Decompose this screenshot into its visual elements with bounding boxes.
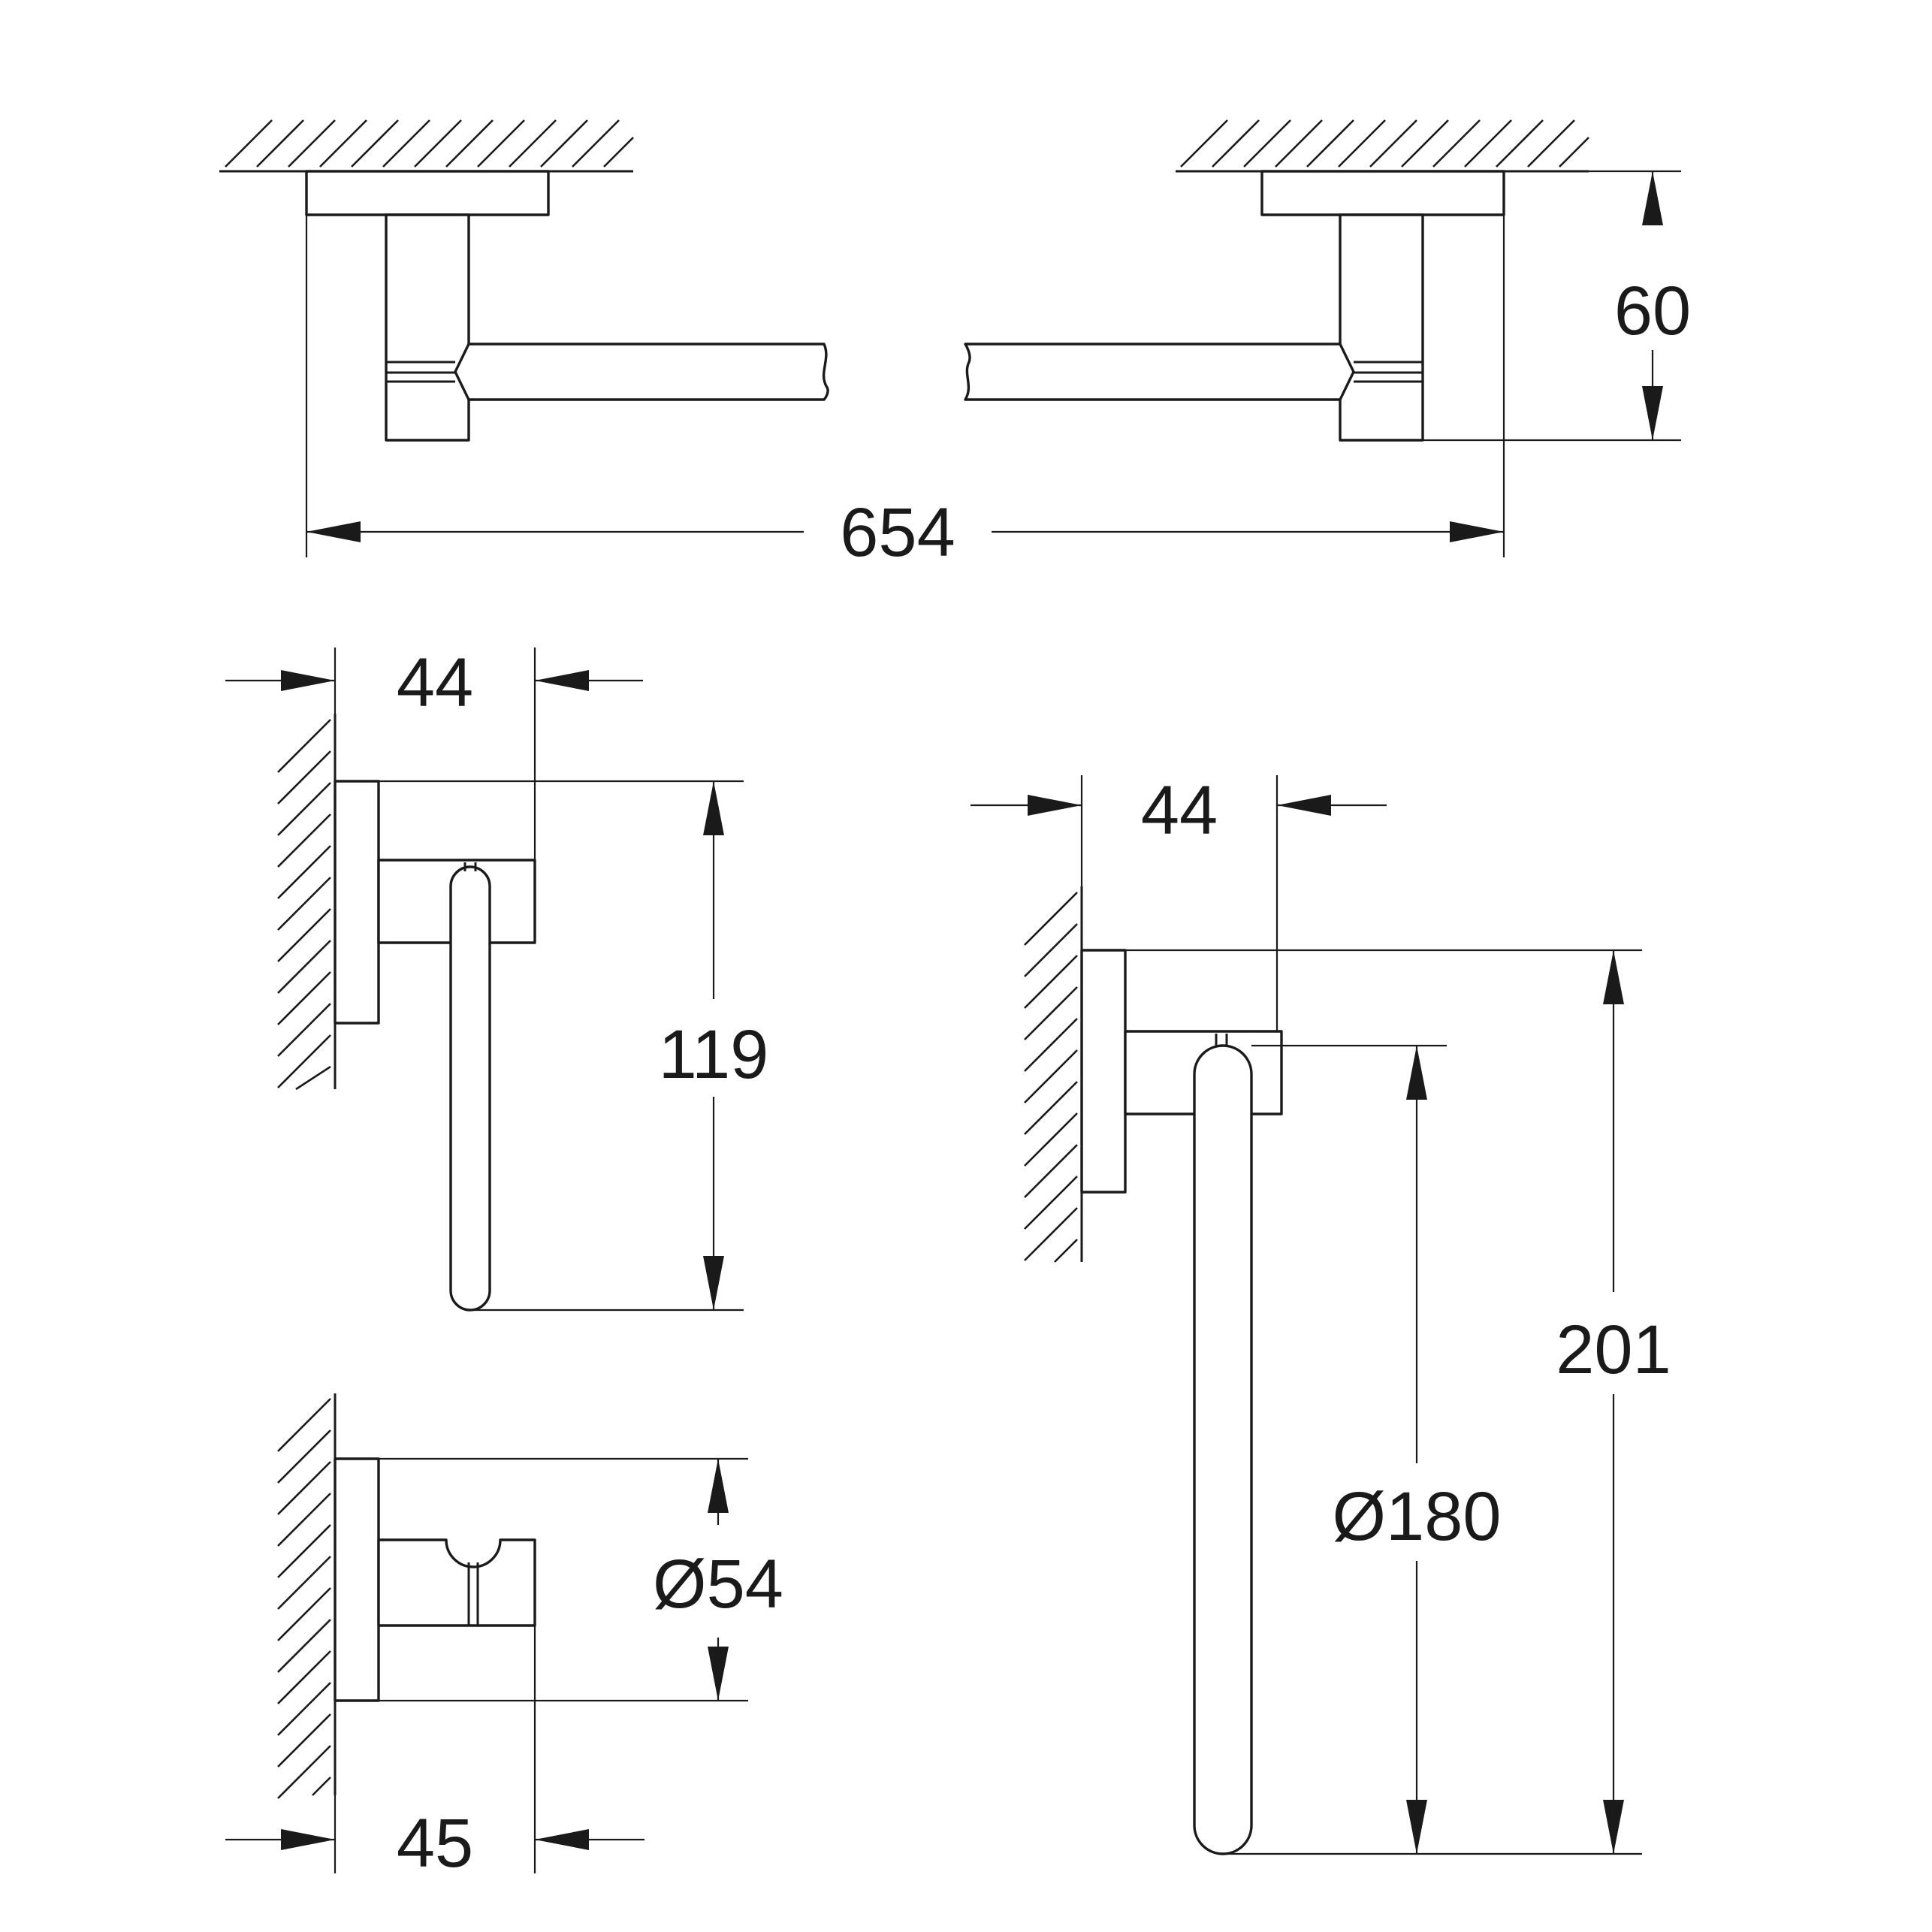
dimension-201: 201 (1125, 949, 1671, 1854)
dimension-label-654: 654 (840, 494, 955, 571)
ceiling-hatch-right (1176, 119, 1589, 173)
dimension-label-45: 45 (397, 1805, 473, 1882)
towel-bar-left-segment (454, 343, 829, 401)
towel-bar-right-bracket (1260, 170, 1505, 442)
paper-holder-rod (449, 862, 491, 1312)
dimension-654: 654 (305, 215, 1505, 571)
dimension-180: Ø180 (1223, 1044, 1642, 1855)
dimension-label-180: Ø180 (1332, 1478, 1501, 1555)
towel-bar-view: 654 60 (219, 119, 1691, 571)
towel-ring-loop (1193, 1034, 1253, 1855)
dimension-45: 45 (225, 1626, 645, 1882)
dimension-label-201: 201 (1556, 1312, 1671, 1388)
towel-ring-wall-plate (1080, 949, 1127, 1194)
towel-bar-left-bracket (305, 170, 550, 442)
wall-hatch-towel-ring (1024, 886, 1083, 1263)
paper-holder-wall-plate (334, 780, 380, 1025)
paper-holder-view: 44 119 (225, 645, 769, 1312)
robe-hook-wall-plate (334, 1457, 380, 1702)
dimension-label-54: Ø54 (653, 1546, 783, 1623)
ceiling-hatch-left (219, 119, 634, 173)
dimension-label-119: 119 (659, 1016, 769, 1093)
towel-bar-right-segment (964, 343, 1355, 401)
towel-ring-view: 44 Ø180 201 (971, 772, 1671, 1855)
dimension-44-paper-holder: 44 (225, 645, 643, 860)
robe-hook-body (377, 1538, 536, 1627)
dimension-44-towel-ring: 44 (971, 772, 1387, 1031)
dimension-119: 119 (379, 780, 769, 1312)
dimension-label-44-towel-ring: 44 (1141, 772, 1218, 849)
dimension-label-44-paper-holder: 44 (397, 645, 473, 721)
dimension-60: 60 (1423, 170, 1691, 442)
robe-hook-view: Ø54 45 (225, 1393, 783, 1882)
wall-hatch-robe-hook (277, 1393, 337, 1799)
dimension-54: Ø54 (379, 1457, 783, 1702)
dimension-label-60: 60 (1614, 273, 1691, 349)
wall-hatch-paper-holder (277, 714, 337, 1091)
